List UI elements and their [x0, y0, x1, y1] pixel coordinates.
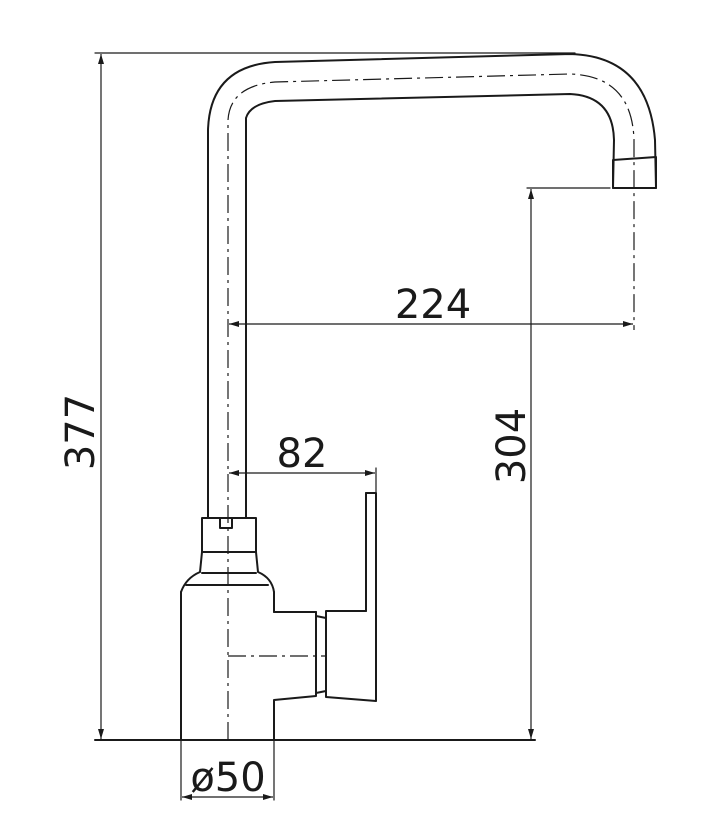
- dim-label-304: 304: [489, 408, 535, 484]
- spout-centerline: [227, 73, 635, 740]
- handle-lever: [325, 492, 377, 702]
- dim-label-50: ø50: [190, 755, 265, 801]
- spout-aerator: [612, 156, 657, 189]
- body-shoulder-right: [255, 551, 275, 593]
- spout-inner-contour: [245, 93, 615, 519]
- dim-label-82: 82: [277, 431, 328, 477]
- dim-label-224: 224: [395, 282, 471, 328]
- body-neck-inner-2: [315, 690, 327, 694]
- collar-slot: [219, 517, 233, 529]
- dim-label-377: 377: [58, 394, 104, 470]
- spout-outer-contour: [207, 53, 657, 519]
- body-collar: [201, 517, 257, 553]
- body-neck-inner: [315, 615, 327, 619]
- body-shoulder-left: [180, 551, 203, 593]
- body-main: [180, 591, 317, 741]
